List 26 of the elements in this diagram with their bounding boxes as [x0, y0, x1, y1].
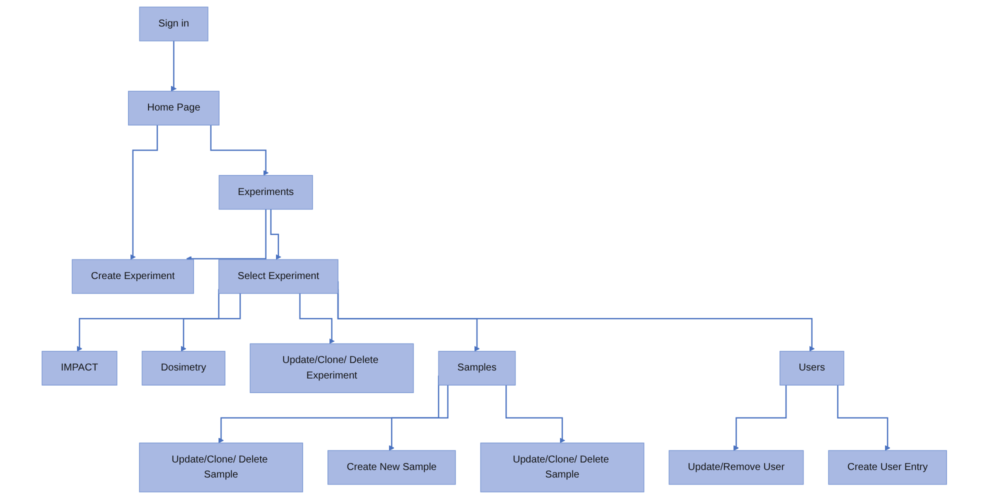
node-box: Create Experiment [72, 259, 194, 294]
arrow [180, 293, 241, 352]
arrow [506, 385, 566, 444]
arrow [270, 209, 282, 260]
node-box: Update/Clone/ Delete Sample [139, 442, 304, 492]
node-box: Home Page [128, 90, 220, 126]
node-box: Sign in [139, 6, 208, 42]
node-box: Samples [438, 350, 516, 386]
arrow [171, 40, 177, 92]
arrow [837, 385, 890, 451]
arrow [389, 385, 449, 451]
arrow [734, 385, 787, 451]
node-box: Select Experiment [218, 259, 338, 294]
arrow [299, 293, 335, 344]
node-box: IMPACT [42, 350, 118, 386]
node-box: Experiments [218, 175, 314, 210]
arrow [210, 125, 269, 176]
node-box: Create New Sample [328, 450, 456, 485]
arrow [186, 209, 267, 262]
node-box: Update/Clone/ Delete Sample [480, 442, 644, 492]
node-box: Update/Clone/ Delete Experiment [250, 343, 414, 394]
node-box: Update/Remove User [668, 450, 804, 485]
node-box: Dosimetry [142, 350, 226, 386]
node-box: Users [780, 350, 844, 386]
node-box: Create User Entry [828, 450, 948, 485]
arrow [130, 125, 158, 260]
